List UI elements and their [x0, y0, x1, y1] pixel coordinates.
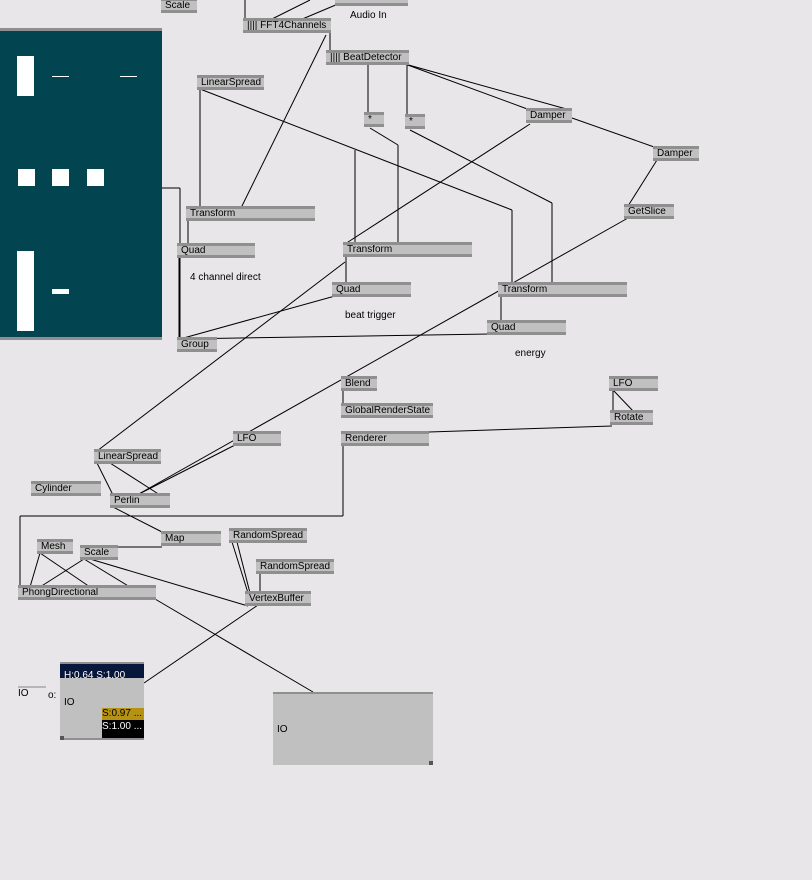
preview-shape: [52, 169, 69, 186]
comment-4-channel-direct: 4 channel direct: [190, 272, 261, 283]
preview-shape: [17, 251, 34, 331]
node-perlin[interactable]: Perlin: [110, 493, 170, 508]
preview-shape: [52, 76, 69, 77]
node-getslice[interactable]: GetSlice: [624, 204, 674, 219]
node-lfo[interactable]: LFO: [609, 376, 658, 391]
node-linearspread[interactable]: LinearSpread: [94, 449, 161, 464]
node-quad[interactable]: Quad: [487, 320, 566, 335]
node-globalrenderstate[interactable]: GlobalRenderState: [341, 403, 433, 418]
node-renderer[interactable]: Renderer: [341, 431, 429, 446]
node-phongdirectional[interactable]: PhongDirectional: [18, 585, 156, 600]
renderer-preview-window[interactable]: [0, 28, 162, 340]
node-damper[interactable]: Damper: [653, 146, 699, 161]
preview-shape: [52, 289, 69, 294]
preview-shape: [87, 169, 104, 186]
color-io-box[interactable]: H:0.64 S:1.00 IO S:0.97 ... S:1.00 ...: [60, 662, 144, 740]
node-fft4channels[interactable]: |||| FFT4Channels: [243, 18, 331, 33]
color-row-3[interactable]: S:1.00 ...: [102, 720, 144, 738]
color-row-2[interactable]: S:0.97 ...: [102, 708, 144, 720]
node-scale[interactable]: Scale: [161, 0, 197, 13]
node-mesh[interactable]: Mesh: [37, 539, 73, 554]
node-transform[interactable]: Transform: [186, 206, 315, 221]
node-multiply[interactable]: *: [364, 112, 384, 127]
node-audio-input[interactable]: [335, 0, 408, 6]
io-box[interactable]: IO: [273, 692, 433, 765]
color-io-title: IO: [64, 697, 75, 708]
node-cylinder[interactable]: Cylinder: [31, 481, 101, 496]
node-lfo[interactable]: LFO: [233, 431, 281, 446]
node-transform[interactable]: Transform: [498, 282, 627, 297]
io-label: IO: [18, 688, 29, 699]
node-blend[interactable]: Blend: [341, 376, 377, 391]
node-group[interactable]: Group: [177, 337, 217, 352]
node-quad[interactable]: Quad: [177, 243, 255, 258]
preview-shape: [18, 169, 35, 186]
node-randomspread[interactable]: RandomSpread: [256, 559, 334, 574]
comment-energy: energy: [515, 348, 546, 359]
node-rotate[interactable]: Rotate: [610, 410, 653, 425]
node-transform[interactable]: Transform: [343, 242, 472, 257]
node-multiply[interactable]: *: [405, 114, 425, 129]
node-damper[interactable]: Damper: [526, 108, 572, 123]
color-row-1[interactable]: H:0.64 S:1.00: [60, 664, 144, 678]
node-linearspread[interactable]: LinearSpread: [197, 75, 264, 90]
comment-audio-in: Audio In: [350, 10, 387, 21]
io-box-label: IO: [277, 724, 288, 735]
node-randomspread[interactable]: RandomSpread: [229, 528, 307, 543]
io-output-label: o:: [48, 690, 57, 701]
comment-beat-trigger: beat trigger: [345, 310, 396, 321]
node-scale[interactable]: Scale: [80, 545, 118, 560]
preview-shape: [17, 56, 34, 96]
node-vertexbuffer[interactable]: VertexBuffer: [245, 591, 311, 606]
node-quad[interactable]: Quad: [332, 282, 411, 297]
node-map[interactable]: Map: [161, 531, 221, 546]
node-beatdetector[interactable]: |||| BeatDetector: [326, 50, 409, 65]
preview-shape: [120, 76, 137, 77]
